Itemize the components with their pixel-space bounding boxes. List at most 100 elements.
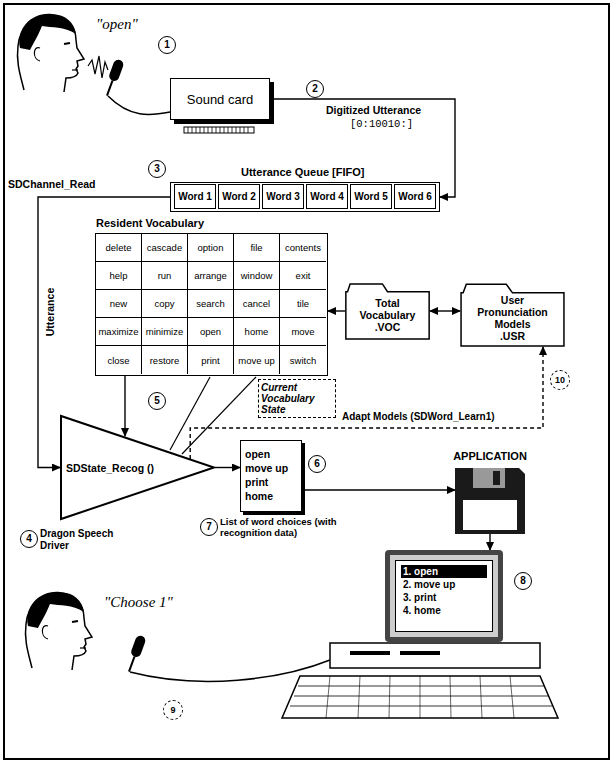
vocabulary-file-folder: Total Vocabulary.VOC: [345, 282, 430, 340]
pronunciation-file-folder: User Pronunciation Models.USR: [460, 282, 565, 347]
callout-number: 8: [514, 572, 532, 590]
recognizer-triangle: SDState_Recog (): [60, 415, 215, 520]
monitor-screen: 1. open2. move up3. print4. home: [395, 560, 493, 632]
flow-connector: [430, 310, 460, 311]
callout-number: 9: [163, 700, 183, 720]
queue-word-box: Word 5: [350, 184, 392, 209]
callout-number: 3: [148, 160, 166, 178]
state-note: Current Vocabulary State: [258, 379, 336, 418]
node-text: Word 4: [310, 191, 344, 202]
node-text: Word 1: [178, 191, 212, 202]
computer-monitor: 1. open2. move up3. print4. home: [385, 550, 503, 642]
vocabulary-cell: window: [234, 262, 280, 290]
flow-connector: [489, 534, 490, 550]
flow-connector: [328, 310, 345, 311]
queue-word-box: Word 4: [306, 184, 348, 209]
sound-card-box: Sound card: [170, 78, 270, 120]
flow-label: Utterance: [44, 280, 56, 344]
flow-connector: [305, 489, 455, 490]
screen-item: 1. open: [401, 565, 487, 578]
node-text: Word 2: [222, 191, 256, 202]
microphone: [124, 634, 146, 673]
signal-label: Digitized Utterance: [326, 104, 421, 116]
driver-function: SDState_Recog (): [66, 462, 154, 474]
vocabulary-cell: home: [234, 318, 280, 346]
vocabulary-cell: search: [188, 290, 234, 318]
vocabulary-cell: cascade: [142, 234, 188, 262]
vocabulary-cell: option: [188, 234, 234, 262]
vocabulary-cell: open: [188, 318, 234, 346]
card-connector: [184, 127, 254, 133]
speech-text: "Choose 1": [104, 594, 173, 611]
speaker-head: [25, 592, 92, 670]
vocabulary-cell: arrange: [188, 262, 234, 290]
flow-connector: [124, 376, 125, 436]
node-text: User Pronunciation Models: [465, 294, 560, 330]
vocabulary-cell: move: [280, 318, 326, 346]
queue-word-box: Word 6: [394, 184, 436, 209]
callout-number: 10: [550, 370, 570, 390]
vocabulary-cell: help: [96, 262, 142, 290]
floppy-disk: [455, 468, 525, 534]
caption-note: List of word choices (with recognition d…: [220, 516, 345, 538]
screen-item: 3. print: [401, 591, 487, 604]
node-text: Total Vocabulary: [350, 297, 425, 321]
callout-number: 6: [308, 455, 326, 473]
node-text: APPLICATION: [440, 450, 540, 462]
word-choice-list: openmove upprinthome: [240, 440, 302, 512]
utterance-queue-band: Utterance Queue [FIFO]Word 1Word 2Word 3…: [170, 182, 440, 212]
screen-item: 2. move up: [401, 578, 487, 591]
callout-number: 5: [148, 392, 166, 410]
vocabulary-cell: cancel: [234, 290, 280, 318]
vocabulary-cell: file: [234, 234, 280, 262]
node-text: Word 3: [266, 191, 300, 202]
queue-heading: Utterance Queue [FIFO]: [241, 166, 364, 178]
function-label: SDChannel_Read: [8, 178, 96, 190]
callout-number: 7: [200, 518, 218, 536]
speaker-head: [17, 14, 84, 92]
vocabulary-cell: new: [96, 290, 142, 318]
signal-value: [0:10010:]: [350, 118, 413, 130]
file-extension: .VOC: [375, 321, 401, 333]
keyboard: [282, 676, 558, 718]
callout-number: 2: [306, 80, 324, 98]
driver-label: Dragon Speech Driver: [40, 528, 124, 552]
vocabulary-cell: delete: [96, 234, 142, 262]
adapt-label: Adapt Models (SDWord_Learn1): [340, 411, 497, 422]
queue-word-box: Word 3: [262, 184, 304, 209]
microphone: [102, 58, 124, 97]
application-disk: APPLICATION: [440, 450, 540, 536]
sound-wave: [88, 56, 108, 78]
callout-number: 1: [158, 36, 176, 54]
node-text: move up: [245, 461, 297, 475]
vocabulary-cell: tile: [280, 290, 326, 318]
grid-heading: Resident Vocabulary: [96, 217, 204, 229]
vocabulary-cell: run: [142, 262, 188, 290]
mic-cable: [108, 96, 170, 115]
vocabulary-cell: restore: [142, 346, 188, 374]
computer-case: [330, 643, 540, 668]
callout-number: 4: [20, 530, 38, 548]
flow-connector: [215, 467, 240, 468]
vocabulary-cell: switch: [280, 346, 326, 374]
node-text: Sound card: [187, 92, 254, 107]
resident-vocabulary-grid: Resident Vocabularydeletecascadeoptionfi…: [95, 233, 328, 376]
node-text: home: [245, 489, 297, 503]
frame-border: [4, 4, 609, 759]
node-text: Word 5: [354, 191, 388, 202]
pointer-line: [170, 377, 210, 450]
queue-word-box: Word 1: [174, 184, 216, 209]
vocabulary-cell: print: [188, 346, 234, 374]
node-text: Word 6: [398, 191, 432, 202]
vocabulary-cell: exit: [280, 262, 326, 290]
node-text: open: [245, 447, 297, 461]
vocabulary-cell: maximize: [96, 318, 142, 346]
queue-word-box: Word 2: [218, 184, 260, 209]
vocabulary-cell: contents: [280, 234, 326, 262]
speech-text: "open": [96, 16, 138, 33]
node-text: print: [245, 475, 297, 489]
vocabulary-cell: minimize: [142, 318, 188, 346]
vocabulary-cell: move up: [234, 346, 280, 374]
vocabulary-cell: close: [96, 346, 142, 374]
